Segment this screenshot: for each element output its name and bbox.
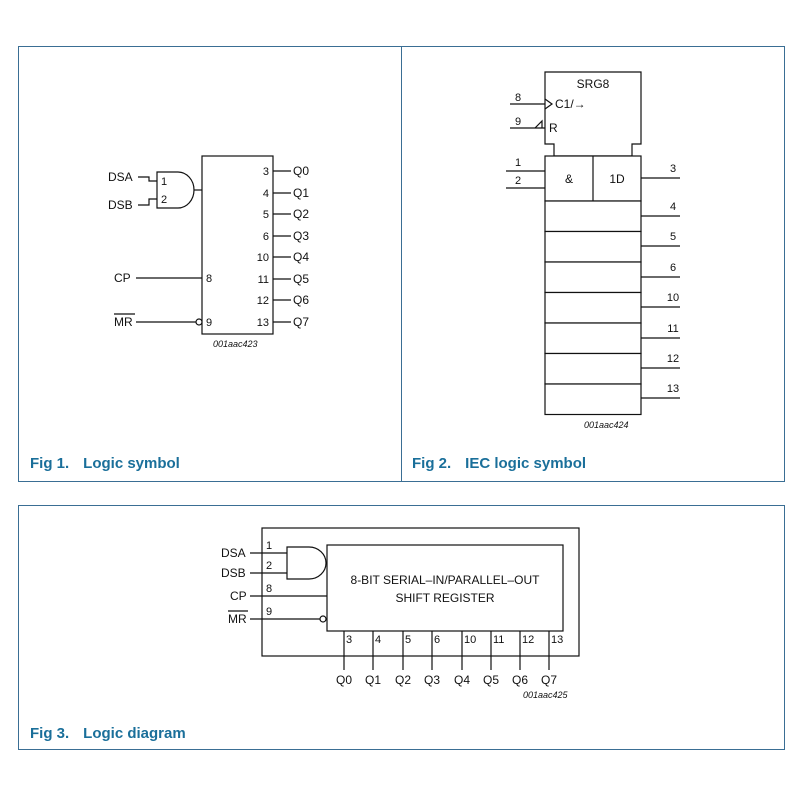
fig2-clock-pin: 8	[515, 92, 521, 104]
fig3-output-pin: 6	[434, 634, 440, 646]
fig2-clock-label: C1/→	[555, 97, 586, 111]
fig1-cp-pin: 8	[206, 273, 212, 285]
fig1-output-label: Q3	[293, 229, 309, 243]
fig3-caption-number: Fig 3.	[30, 725, 70, 742]
fig2-stage-box	[544, 261, 642, 294]
fig1-caption: Fig 1. Logic symbol	[30, 455, 180, 472]
fig2-stage-box	[544, 352, 642, 385]
fig2-caption: Fig 2. IEC logic symbol	[412, 455, 586, 472]
fig3-register-box	[326, 544, 564, 632]
fig1-register-box	[201, 155, 274, 335]
fig1-cp-label: CP	[114, 271, 131, 285]
fig1-caption-title: Logic symbol	[83, 455, 180, 472]
fig1-output-label: Q6	[293, 293, 309, 307]
fig1-output-label: Q5	[293, 272, 309, 286]
fig3-output-pin: 4	[375, 634, 381, 646]
fig3-panel	[18, 505, 785, 750]
fig3-logic-diagram: 8-BIT SERIAL–IN/PARALLEL–OUT SHIFT REGIS…	[221, 527, 580, 700]
fig2-output-pin: 6	[670, 262, 676, 274]
fig2-reset-pin: 9	[515, 116, 521, 128]
fig1-caption-number: Fig 1.	[30, 455, 70, 472]
fig3-input-pin-9: 9	[266, 606, 272, 618]
fig2-output-pin: 4	[670, 201, 676, 213]
fig3-code: 001aac425	[523, 690, 569, 700]
fig1-dsb-label: DSB	[108, 198, 133, 212]
fig3-input-label-dsb: DSB	[221, 566, 246, 580]
fig3-output-pin: 13	[551, 634, 563, 646]
fig2-data-label: 1D	[609, 172, 625, 186]
fig3-output-pin: 11	[493, 634, 504, 646]
fig1-output-label: Q0	[293, 164, 309, 178]
fig2-code: 001aac424	[584, 420, 629, 430]
fig1-output-label: Q1	[293, 186, 309, 200]
fig1-output-pin: 13	[257, 317, 269, 329]
fig2-reset-label: R	[549, 121, 558, 135]
fig2-panel	[401, 46, 785, 482]
fig3-output-pin: 5	[405, 634, 411, 646]
fig1-output-pin: 3	[263, 166, 269, 178]
fig1-code: 001aac423	[213, 339, 258, 349]
fig2-and-pin-2: 2	[515, 175, 521, 187]
fig1-mr-label: MR	[114, 315, 133, 329]
fig2-caption-number: Fig 2.	[412, 455, 452, 472]
fig3-output-label: Q5	[483, 673, 499, 687]
fig3-input-label-cp: CP	[230, 589, 247, 603]
fig3-output-label: Q1	[365, 673, 381, 687]
fig1-dsa-label: DSA	[108, 170, 133, 184]
fig2-output-pin: 5	[670, 231, 676, 243]
fig3-caption-title: Logic diagram	[83, 725, 186, 742]
fig1-output-pin: 10	[257, 252, 269, 264]
fig2-output-pin: 12	[667, 353, 679, 365]
fig2-caption-title: IEC logic symbol	[465, 455, 587, 472]
fig3-output-pin: 3	[346, 634, 352, 646]
fig1-gate-pin-2: 2	[161, 194, 167, 206]
fig3-output-label: Q6	[512, 673, 528, 687]
fig2-stage-box	[544, 200, 642, 233]
fig3-input-label-mr: MR	[228, 612, 247, 626]
fig3-output-pin: 10	[464, 634, 476, 646]
fig1-output-pin: 5	[263, 209, 269, 221]
fig3-input-label-dsa: DSA	[221, 546, 246, 560]
fig3-output-label: Q7	[541, 673, 557, 687]
fig1-output-pin: 6	[263, 231, 269, 243]
fig3-output-pin: 12	[522, 634, 534, 646]
fig2-stage-box	[544, 383, 642, 416]
fig2-output-pin: 10	[667, 292, 679, 304]
fig3-output-label: Q2	[395, 673, 411, 687]
fig2-stage-box	[544, 291, 642, 324]
fig1-mr-inversion-bubble	[195, 318, 203, 326]
fig3-input-pin-2: 2	[266, 560, 272, 572]
fig2-output-pin: 11	[667, 323, 678, 335]
fig3-input-pin-8: 8	[266, 583, 272, 595]
fig1-logic-symbol: 1 2 DSA DSB CP 8 MR 9 3 Q0 4 Q1 5 Q2 6 Q3 10 Q4 11…	[108, 155, 309, 349]
fig3-box-line1: 8-BIT SERIAL–IN/PARALLEL–OUT	[351, 573, 541, 587]
fig3-output-label: Q0	[336, 673, 352, 687]
fig2-output-pin: 13	[667, 383, 679, 395]
fig2-iec-symbol: SRG8 8 C1/→ 9 R & 1D 1 2 3 4 5 6 10 11 12 13 00…	[506, 71, 680, 430]
fig1-output-label: Q7	[293, 315, 309, 329]
fig3-output-label: Q4	[454, 673, 470, 687]
fig1-and-gate	[156, 171, 195, 209]
fig3-and-gate	[286, 546, 327, 580]
fig1-output-pin: 11	[258, 274, 269, 286]
fig2-stage-box	[544, 322, 642, 355]
fig3-box-line2: SHIFT REGISTER	[395, 591, 494, 605]
fig1-output-label: Q4	[293, 250, 309, 264]
fig2-title: SRG8	[577, 77, 610, 91]
fig2-and-label: &	[565, 172, 573, 186]
fig1-output-pin: 4	[263, 188, 269, 200]
fig3-mr-inversion-bubble	[319, 615, 327, 623]
fig2-output-pin: 3	[670, 163, 676, 175]
fig3-input-pin-1: 1	[266, 540, 272, 552]
fig3-caption: Fig 3. Logic diagram	[30, 725, 186, 742]
fig1-output-pin: 12	[257, 295, 269, 307]
fig1-mr-pin: 9	[206, 317, 212, 329]
fig1-gate-pin-1: 1	[161, 176, 167, 188]
fig2-stage-box	[544, 230, 642, 263]
fig3-output-label: Q3	[424, 673, 440, 687]
fig1-output-label: Q2	[293, 207, 309, 221]
fig2-and-pin-1: 1	[515, 157, 521, 169]
